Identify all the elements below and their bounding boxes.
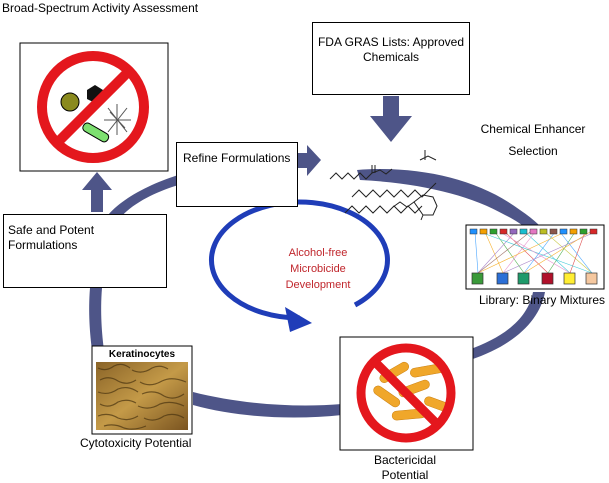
chemical-structures-icon (329, 150, 438, 221)
cycle-segment-right-top (357, 169, 552, 244)
cycle-ring (89, 169, 552, 418)
prohibition-slash (53, 67, 133, 147)
arrow-fda-to-chemicals (370, 96, 412, 142)
prohibition-slash (370, 357, 442, 429)
arrow-up-to-assessment (82, 172, 112, 212)
fda-gras-label: FDA GRAS Lists: Approved Chemicals (317, 35, 465, 64)
library-text: Library: Binary Mixtures (479, 293, 606, 307)
keratinocytes-title: Keratinocytes (96, 347, 188, 362)
cytotoxicity-text: Cytotoxicity Potential (80, 436, 192, 450)
microbe-sphere-icon (60, 92, 80, 112)
cytotoxicity-label: Cytotoxicity Potential (80, 436, 191, 451)
microbe-virus-icon (104, 104, 131, 135)
title-text: Broad-Spectrum Activity Assessment (2, 1, 199, 15)
safe-potent-box: Safe and Potent Formulations (3, 214, 167, 288)
bactericidal-image (339, 336, 474, 451)
prohibition-circle-icon (356, 343, 456, 443)
bactericidal-text: Bactericidal Potential (373, 453, 437, 482)
keratinocytes-image (91, 345, 193, 435)
library-label: Library: Binary Mixtures (479, 293, 605, 308)
refine-formulations-box: Refine Formulations (176, 142, 298, 207)
cycle-segment-right-bottom (468, 292, 545, 360)
microbe-rod-icon (82, 122, 110, 143)
chemical-enhancer-label: Chemical Enhancer Selection (468, 118, 598, 162)
safe-potent-label: Safe and Potent Formulations (8, 223, 95, 252)
cycle-segment-left (89, 288, 104, 350)
cycle-segment-bottom (193, 392, 342, 418)
diagram-title: Broad-Spectrum Activity Assessment (2, 1, 198, 16)
prohibition-circle-icon (37, 51, 149, 163)
keratinocytes-title-text: Keratinocytes (108, 349, 176, 360)
cell-micrograph-icon (96, 362, 188, 430)
center-label: Alcohol-free Microbicide Development (266, 245, 370, 293)
refine-formulations-label: Refine Formulations (183, 151, 291, 165)
fda-gras-box: FDA GRAS Lists: Approved Chemicals (312, 22, 470, 95)
center-label-text: Alcohol-free Microbicide Development (285, 247, 351, 291)
cycle-segment-top (108, 174, 182, 222)
broad-spectrum-image (19, 42, 169, 172)
bactericidal-label: Bactericidal Potential (360, 453, 450, 483)
chemical-enhancer-text: Chemical Enhancer Selection (480, 122, 586, 158)
network-graph-icon (465, 224, 605, 290)
arrow-refine-right (298, 145, 321, 176)
